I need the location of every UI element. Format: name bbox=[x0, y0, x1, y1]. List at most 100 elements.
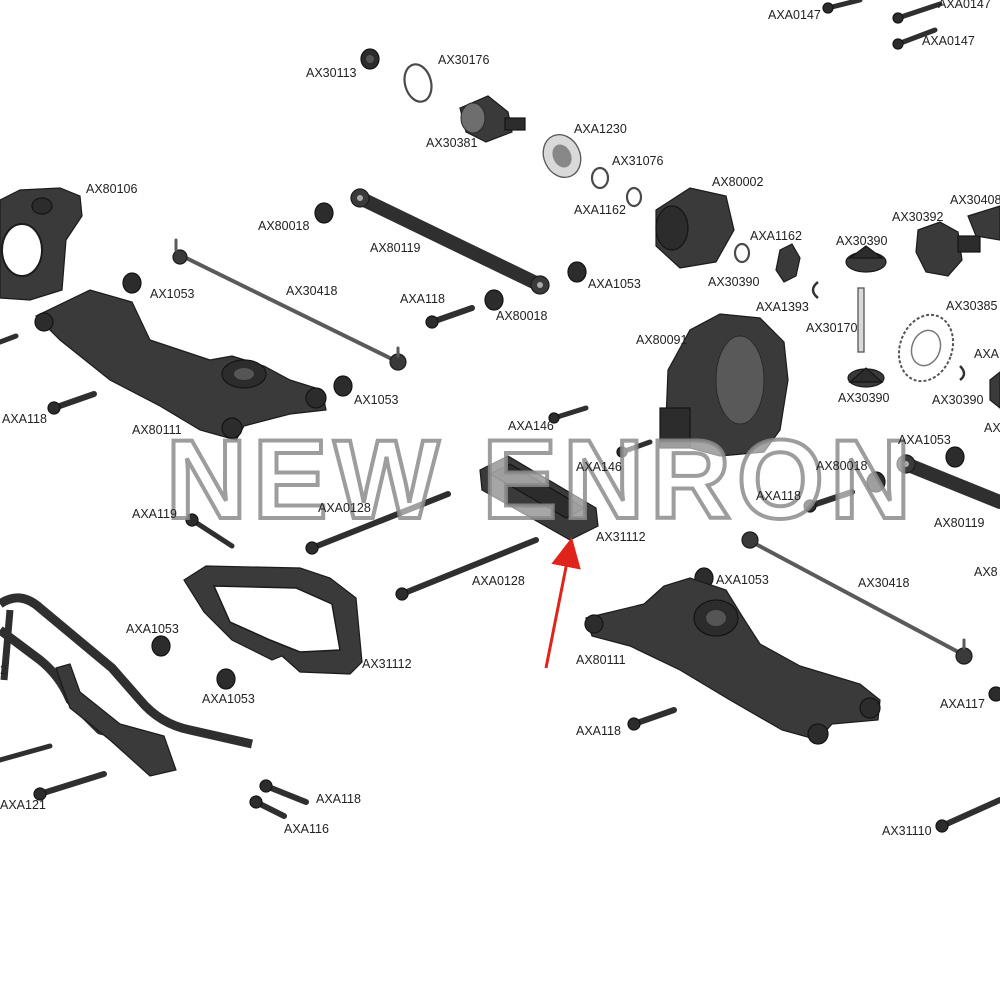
label-axa118-a: AXA118 bbox=[400, 292, 445, 306]
screw-axa118-a bbox=[425, 305, 475, 329]
label-ax30390-d: AX30390 bbox=[932, 393, 983, 407]
screw-axa0147-top-c bbox=[892, 27, 938, 50]
label-ax30176: AX30176 bbox=[438, 53, 489, 67]
label-ax80018-a: AX80018 bbox=[258, 219, 309, 233]
spider-gear-ax30390-c bbox=[847, 367, 885, 388]
gear-right-edge bbox=[989, 371, 1000, 409]
screw-axa0128-b bbox=[395, 537, 539, 601]
bearing-axa1230 bbox=[542, 134, 582, 178]
link-ax80119-b bbox=[896, 454, 1000, 509]
label-ax80111-a: AX80111 bbox=[132, 423, 182, 437]
label-ax31110: AX31110 bbox=[882, 824, 932, 838]
label-axa118-b: AXA118 bbox=[2, 412, 47, 426]
label-axa0147-a: AXA0147 bbox=[768, 8, 821, 22]
shim-ax31076 bbox=[590, 166, 610, 190]
clip-axa1393 bbox=[811, 281, 819, 299]
nut-axa117 bbox=[988, 686, 1000, 702]
label-ax1053-b: AX1053 bbox=[354, 393, 399, 407]
driveshaft-ax30418-b bbox=[741, 531, 973, 665]
shim-axa1162-a bbox=[625, 186, 643, 208]
nut-ax1053-a bbox=[122, 272, 142, 294]
label-ax8-right: AX8 bbox=[974, 565, 998, 579]
bushing-ax80018-a bbox=[314, 202, 334, 224]
label-axa118-d: AXA118 bbox=[576, 724, 621, 738]
label-ax-right-a: AX bbox=[984, 421, 1000, 435]
label-axa116: AXA116 bbox=[284, 822, 329, 836]
shim-axa1162-b bbox=[733, 242, 751, 264]
screw-axa146-b bbox=[616, 439, 653, 458]
label-ax80119-b: AX80119 bbox=[934, 516, 985, 530]
o-ring-ax30176 bbox=[403, 63, 433, 103]
highlight-arrow bbox=[544, 537, 581, 669]
label-axa1053-c: AXA1053 bbox=[716, 573, 769, 587]
diff-cover-ax80091 bbox=[659, 313, 789, 457]
ring-gear-ax30385 bbox=[897, 313, 955, 383]
driveshaft-ax30418-a bbox=[172, 238, 407, 371]
label-ax80111-b: AX80111 bbox=[576, 653, 626, 667]
watermark: NEW ENRON NEW ENRON bbox=[164, 415, 917, 544]
label-axa1162-b: AXA1162 bbox=[750, 229, 802, 243]
svg-text:NEW ENRON: NEW ENRON bbox=[166, 417, 917, 542]
screw-axa146-a bbox=[548, 405, 589, 424]
ring-gear-ax30408 bbox=[967, 205, 1000, 241]
spider-gear-ax30390-a bbox=[775, 243, 801, 283]
nut-axa1053-e bbox=[216, 668, 236, 690]
link-ax80119-a bbox=[350, 188, 550, 295]
label-axa1053-d: AXA1053 bbox=[126, 622, 179, 636]
label-ax80018-b: AX80018 bbox=[496, 309, 547, 323]
label-ax80091: AX80091 bbox=[636, 333, 687, 347]
label-fragment-2: 2 bbox=[0, 663, 7, 677]
chassis-brace-ax31112-highlighted bbox=[479, 455, 599, 541]
label-axa146-b: AXA146 bbox=[576, 460, 622, 474]
screw-axa116 bbox=[249, 795, 287, 819]
label-axa1162-a: AXA1162 bbox=[574, 203, 626, 217]
label-ax30392: AX30392 bbox=[892, 210, 943, 224]
label-ax1053-a: AX1053 bbox=[150, 287, 195, 301]
label-ax31112-a: AX31112 bbox=[596, 530, 646, 544]
screw-axa121 bbox=[33, 771, 107, 801]
screw-axa118-b bbox=[47, 391, 97, 415]
bushing-ax80018-b bbox=[484, 289, 504, 311]
bushing-ax80018-c bbox=[866, 471, 886, 493]
screw-left-edge bbox=[0, 333, 19, 345]
label-ax30381: AX30381 bbox=[426, 136, 477, 150]
label-ax80106: AX80106 bbox=[86, 182, 137, 196]
pin-ax30170 bbox=[857, 287, 865, 353]
label-ax30170: AX30170 bbox=[806, 321, 857, 335]
spider-gear-ax30390-b bbox=[845, 245, 887, 273]
label-ax31112-b: AX31112 bbox=[362, 657, 412, 671]
screw-ax31110 bbox=[935, 797, 1000, 833]
nut-axa1053-d bbox=[151, 635, 171, 657]
arm-ax80111-a bbox=[34, 289, 327, 441]
label-axa1-right: AXA1 bbox=[974, 347, 1000, 361]
label-ax30390-a: AX30390 bbox=[708, 275, 759, 289]
nut-ax1053-b bbox=[333, 375, 353, 397]
bumper-mount-ax31112 bbox=[183, 565, 363, 675]
label-axa0147-c: AXA0147 bbox=[922, 34, 975, 48]
label-axa0128-a: AXA0128 bbox=[318, 501, 371, 515]
screw-axa119 bbox=[185, 513, 235, 549]
bevel-gear-ax30392 bbox=[915, 221, 981, 277]
label-ax80119-a: AX80119 bbox=[370, 241, 421, 255]
screw-axa118-d bbox=[627, 707, 677, 731]
screw-axa0147-top-b bbox=[892, 1, 943, 24]
label-ax30418-a: AX30418 bbox=[286, 284, 337, 298]
label-axa1393: AXA1393 bbox=[756, 300, 809, 314]
part-labels: AXA0147 AXA0147 AXA0147 AX30113 AX30176 … bbox=[0, 0, 1000, 838]
label-axa117: AXA117 bbox=[940, 697, 985, 711]
arm-ax80111-b bbox=[584, 577, 881, 745]
screw-axa0147-top-a bbox=[822, 0, 863, 14]
screw-axa118-c bbox=[803, 489, 855, 513]
label-axa1053-b: AXA1053 bbox=[898, 433, 951, 447]
label-axa118-e: AXA118 bbox=[316, 792, 361, 806]
bumper-ax bbox=[0, 593, 253, 777]
label-axa146-a: AXA146 bbox=[508, 419, 554, 433]
label-ax30390-b: AX30390 bbox=[836, 234, 887, 248]
nut-axa1053-a bbox=[567, 261, 587, 283]
svg-text:NEW ENRON: NEW ENRON bbox=[166, 417, 917, 542]
diff-case-ax80002 bbox=[655, 187, 735, 269]
label-ax80018-c: AX80018 bbox=[816, 459, 867, 473]
label-ax30390-c: AX30390 bbox=[838, 391, 889, 405]
label-ax30418-b: AX30418 bbox=[858, 576, 909, 590]
